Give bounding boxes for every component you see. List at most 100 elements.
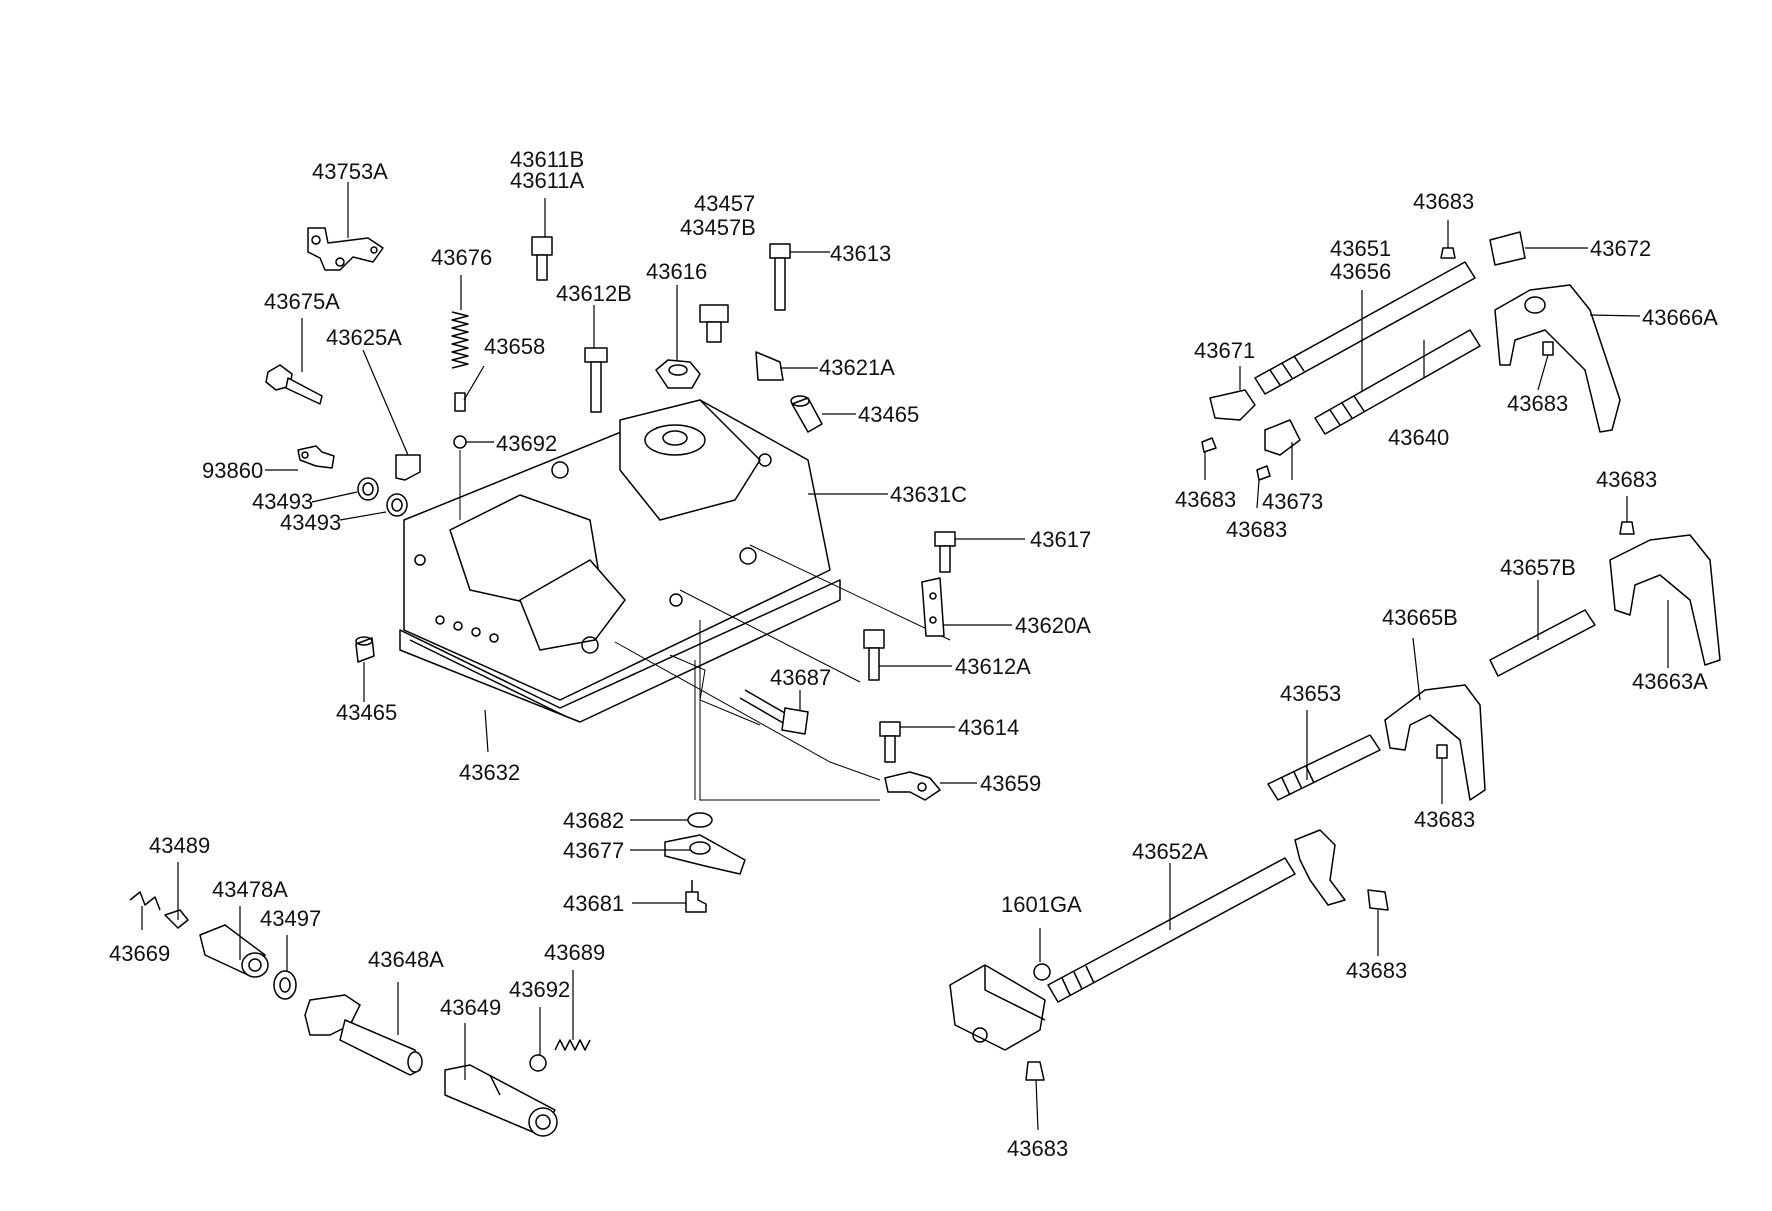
shift-lug-part	[1209, 389, 1256, 421]
bolt-part	[863, 629, 885, 681]
bushing-part	[199, 924, 269, 978]
gasket-part	[399, 579, 841, 723]
part-number-label: 43671	[1194, 338, 1255, 363]
part-number-label: 43465	[336, 700, 397, 725]
spring-part	[554, 1039, 591, 1051]
part-number-label: 1601GA	[1001, 892, 1082, 917]
part-number-label: 43648A	[368, 947, 444, 972]
part-number-label: 43632	[459, 760, 520, 785]
part-number-label: 43612A	[955, 654, 1031, 679]
selector-sleeve-part	[444, 1064, 558, 1137]
part-number-label: 43611B	[510, 147, 584, 172]
part-number-label: 43692	[496, 431, 557, 456]
bushing-part	[790, 395, 823, 433]
shift-fork-part	[1494, 284, 1621, 433]
part-number-label: 43673	[1262, 489, 1323, 514]
pin-part	[454, 392, 466, 412]
part-number-label: 43653	[1280, 681, 1341, 706]
ball-part	[529, 1054, 547, 1072]
part-number-label: 43616	[646, 259, 707, 284]
part-number-labels: 43753A 43611B 43611A 43457 43457B 43613 …	[109, 147, 1718, 1161]
part-number-label: 43681	[563, 891, 624, 916]
part-number-label: 43652A	[1132, 839, 1208, 864]
shift-lug-part	[1294, 829, 1346, 906]
part-number-label: 43614	[958, 715, 1019, 740]
detent-plug-part	[1436, 744, 1448, 759]
part-number-label: 43692	[509, 977, 570, 1002]
part-number-label: 43489	[149, 833, 210, 858]
detent-plug-part	[1367, 889, 1389, 911]
part-number-label: 43621A	[819, 355, 895, 380]
detent-plug-part	[1619, 521, 1635, 535]
bracket-part	[307, 227, 384, 271]
part-number-label: 43683	[1414, 807, 1475, 832]
shift-block-part	[949, 964, 1046, 1051]
bolt-part	[879, 721, 901, 763]
part-number-label: 93860	[202, 458, 263, 483]
washer-part	[357, 477, 408, 517]
shift-lug-part	[1264, 419, 1301, 456]
part-number-label: 43683	[1507, 391, 1568, 416]
spring-part	[451, 311, 469, 369]
bracket-part	[921, 577, 945, 637]
part-number-label: 43649	[440, 995, 501, 1020]
part-number-label: 43612B	[556, 281, 632, 306]
shift-rail-part	[1489, 609, 1596, 677]
bracket-part	[884, 771, 941, 801]
ball-part	[1033, 963, 1051, 981]
part-number-label: 43676	[431, 245, 492, 270]
part-number-label: 43465	[858, 402, 919, 427]
part-number-label: 43493	[252, 489, 313, 514]
bolt-part	[769, 243, 791, 311]
part-number-label: 43478A	[212, 877, 288, 902]
part-number-label: 43656	[1330, 259, 1391, 284]
bushing-part	[355, 636, 375, 663]
bolt-part	[739, 689, 809, 735]
bolt-part	[584, 347, 608, 413]
shift-rail-part	[1267, 734, 1381, 801]
detent-plug-part	[1025, 1061, 1045, 1081]
part-number-label: 43665B	[1382, 605, 1458, 630]
ball-part	[453, 435, 467, 449]
part-number-label: 43687	[770, 665, 831, 690]
part-number-label: 43753A	[312, 159, 388, 184]
shift-rail-part	[1254, 261, 1476, 395]
part-number-label: 43497	[260, 906, 321, 931]
part-number-label: 43669	[109, 941, 170, 966]
plug-part	[164, 909, 189, 929]
part-number-label: 43651	[1330, 236, 1391, 261]
sensor-part	[265, 364, 323, 405]
spring-part	[129, 891, 161, 911]
part-number-label: 43663A	[1632, 669, 1708, 694]
part-number-label: 43613	[830, 241, 891, 266]
detent-plug-part	[1542, 341, 1554, 356]
part-number-label: 43658	[484, 334, 545, 359]
washer-part	[687, 812, 713, 828]
cover-housing-part	[403, 399, 831, 701]
detent-plug-part	[1201, 437, 1217, 453]
part-number-label: 43611A	[510, 168, 585, 193]
part-number-label: 43625A	[326, 325, 402, 350]
part-number-label: 43683	[1175, 487, 1236, 512]
part-number-label: 43683	[1007, 1136, 1068, 1161]
part-number-label: 43672	[1590, 236, 1651, 261]
shift-fork-part	[1609, 534, 1721, 666]
part-number-label: 43457B	[680, 215, 756, 240]
shift-rail-part	[1047, 857, 1296, 1003]
part-number-label: 43620A	[1015, 613, 1091, 638]
leader-lines	[141, 182, 1669, 1131]
part-number-label: 43689	[544, 940, 605, 965]
part-number-label: 43683	[1413, 189, 1474, 214]
plate-part	[664, 834, 746, 875]
part-number-label: 43640	[1388, 425, 1449, 450]
plug-part	[699, 304, 729, 343]
part-number-label: 43457	[694, 191, 755, 216]
part-number-label: 43683	[1226, 517, 1287, 542]
nut-part	[655, 359, 701, 389]
part-number-label: 43666A	[1642, 305, 1718, 330]
part-number-label: 43682	[563, 808, 624, 833]
part-number-label: 43677	[563, 838, 624, 863]
assembly-guide-lines	[459, 450, 951, 801]
part-number-label: 43683	[1596, 467, 1657, 492]
